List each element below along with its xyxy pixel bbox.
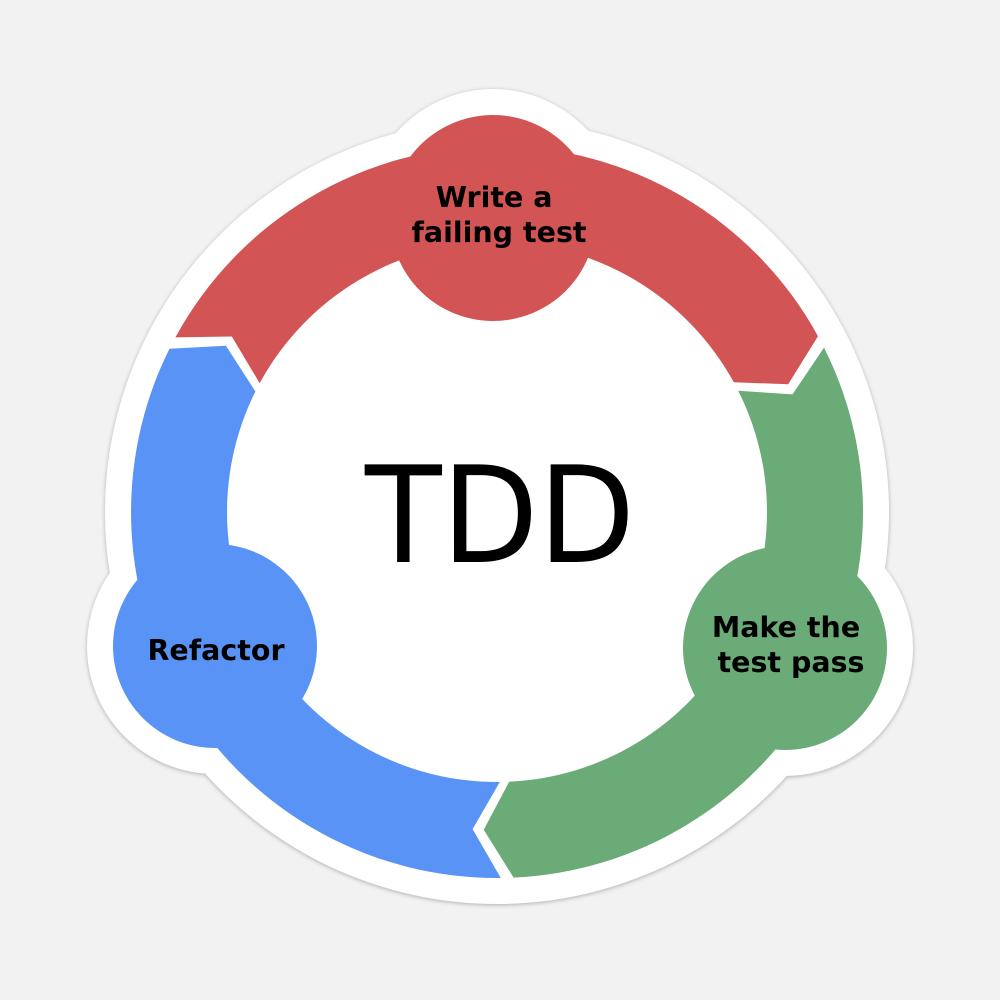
step-label-write-failing-test: Write a failing test [411, 181, 586, 249]
step-label-line: Refactor [147, 634, 284, 667]
step-label-make-test-pass: Make the test pass [712, 611, 870, 679]
step-bubble-write-failing-test [390, 115, 596, 321]
cycle-arrow-write-failing-test [175, 146, 818, 385]
center-title: TDD [364, 438, 635, 594]
step-label-refactor: Refactor [147, 634, 284, 667]
step-label-line: Make the [712, 611, 860, 644]
step-label-line: Write a [436, 181, 553, 214]
step-bubble-make-test-pass [683, 546, 887, 750]
step-bubble-refactor [113, 544, 317, 748]
step-label-line: test pass [717, 646, 864, 679]
step-label-line: failing test [411, 216, 586, 249]
